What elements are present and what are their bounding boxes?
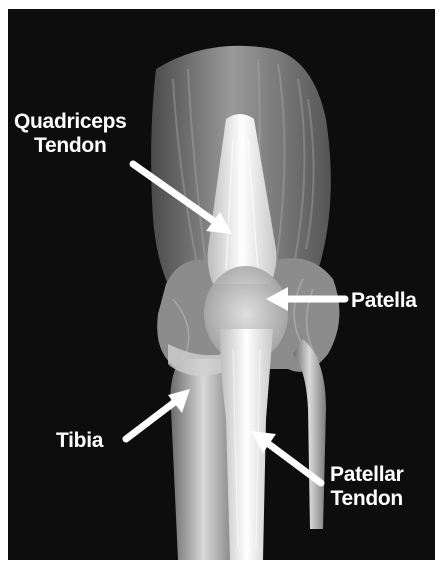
label-quadriceps-tendon: Quadriceps Tendon: [14, 110, 127, 158]
label-patellar-line2: Tendon: [330, 487, 403, 511]
label-tibia: Tibia: [56, 429, 103, 453]
label-patellar-tendon: Patellar Tendon: [330, 463, 403, 511]
label-patella: Patella: [351, 289, 417, 313]
label-patellar-line1: Patellar: [330, 463, 403, 487]
diagram-frame: Quadriceps Tendon Patella Tibia Patellar…: [8, 9, 435, 560]
label-quadriceps-line1: Quadriceps: [14, 110, 127, 134]
label-quadriceps-line2: Tendon: [14, 134, 127, 158]
